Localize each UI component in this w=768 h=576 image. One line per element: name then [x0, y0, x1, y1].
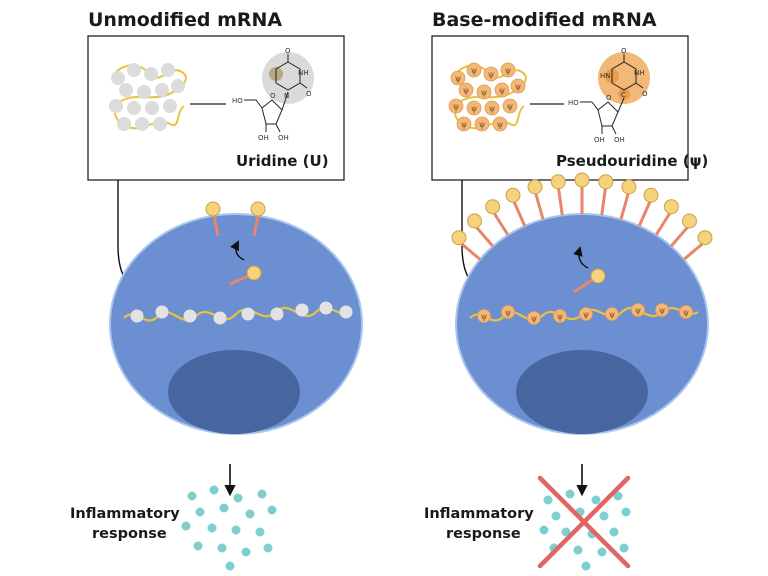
- receptor-head: [451, 230, 467, 246]
- svg-text:ψ: ψ: [481, 88, 487, 97]
- svg-text:ψ: ψ: [609, 310, 615, 319]
- svg-text:ψ: ψ: [497, 120, 503, 129]
- receptor-stem: [556, 185, 564, 216]
- left-nucleus: [168, 350, 300, 434]
- receptor-head: [550, 174, 566, 190]
- svg-text:ψ: ψ: [471, 104, 477, 113]
- receptor-head: [663, 199, 679, 215]
- receptor-head: [643, 187, 659, 203]
- left-response-label-1: Inflammatory: [70, 506, 180, 522]
- left-trafficking-arrow: [230, 240, 245, 261]
- svg-text:ψ: ψ: [505, 66, 511, 75]
- left-cytokines: [181, 485, 277, 571]
- svg-text:O: O: [306, 90, 312, 98]
- uridine-label: Uridine (U): [236, 152, 329, 170]
- svg-text:ψ: ψ: [531, 314, 537, 323]
- receptor-stem: [600, 185, 608, 216]
- receptor-head: [574, 172, 590, 188]
- right-response-label-2: response: [446, 526, 521, 542]
- right-receptors: [451, 172, 713, 261]
- svg-text:NH: NH: [298, 69, 309, 77]
- receptor-head: [505, 187, 521, 203]
- svg-text:ψ: ψ: [489, 104, 495, 113]
- svg-text:NH: NH: [634, 69, 645, 77]
- svg-text:C: C: [621, 91, 626, 99]
- receptor-head: [527, 179, 543, 195]
- svg-text:ψ: ψ: [479, 120, 485, 129]
- svg-text:ψ: ψ: [583, 310, 589, 319]
- receptor-stem: [511, 198, 527, 227]
- svg-text:ψ: ψ: [461, 120, 467, 129]
- svg-text:ψ: ψ: [455, 74, 461, 83]
- svg-text:ψ: ψ: [635, 306, 641, 315]
- svg-text:ψ: ψ: [481, 312, 487, 321]
- svg-text:O: O: [270, 92, 276, 100]
- right-nucleus: [516, 350, 648, 434]
- svg-text:ψ: ψ: [507, 102, 513, 111]
- svg-text:ψ: ψ: [453, 102, 459, 111]
- svg-text:O: O: [606, 94, 612, 102]
- svg-text:ψ: ψ: [515, 82, 521, 91]
- uridine-structure: O O NH N HO O OH OH: [232, 47, 314, 142]
- receptor-head: [485, 199, 501, 215]
- receptor-head: [467, 213, 483, 229]
- suppression-cross: [537, 475, 631, 569]
- right-trafficking-arrow: [573, 246, 589, 269]
- receptor-stem: [619, 190, 631, 220]
- left-panel-title: Unmodified mRNA: [88, 9, 282, 31]
- receptor-head: [681, 213, 697, 229]
- right-response-label-1: Inflammatory: [424, 506, 534, 522]
- receptor-stem: [458, 240, 482, 261]
- receptor-head: [697, 230, 713, 246]
- left-panel: Unmodified mRNA: [70, 9, 363, 571]
- receptor-stem: [473, 224, 495, 248]
- pseudouridine-structure: O O NH HN C HO O OH OH: [568, 47, 650, 144]
- right-cytokines: [539, 489, 631, 571]
- receptor-stem: [669, 224, 691, 248]
- svg-text:O: O: [621, 47, 627, 55]
- svg-text:ψ: ψ: [505, 308, 511, 317]
- left-mrna-strand: [123, 301, 353, 325]
- svg-text:HO: HO: [568, 99, 579, 107]
- svg-text:ψ: ψ: [557, 312, 563, 321]
- svg-text:OH: OH: [278, 134, 289, 142]
- receptor-head: [621, 179, 637, 195]
- receptor-stem: [654, 209, 673, 236]
- receptor-stem: [533, 190, 545, 220]
- svg-text:ψ: ψ: [488, 70, 494, 79]
- receptor-stem: [491, 209, 510, 236]
- svg-text:ψ: ψ: [471, 66, 477, 75]
- right-panel-title: Base-modified mRNA: [432, 9, 657, 31]
- svg-text:ψ: ψ: [659, 306, 665, 315]
- pseudouridine-label: Pseudouridine (ψ): [556, 152, 708, 170]
- receptor-head: [598, 174, 614, 190]
- receptor-stem: [682, 240, 706, 261]
- svg-text:OH: OH: [594, 136, 605, 144]
- svg-text:OH: OH: [258, 134, 269, 142]
- svg-text:ψ: ψ: [499, 86, 505, 95]
- unmodified-mrna-cluster: [109, 63, 187, 131]
- left-receptors: [205, 201, 266, 237]
- receptor-stem: [637, 198, 653, 227]
- svg-text:O: O: [642, 90, 648, 98]
- left-response-label-2: response: [92, 526, 167, 542]
- svg-text:HO: HO: [232, 97, 243, 105]
- svg-text:ψ: ψ: [463, 86, 469, 95]
- svg-text:HN: HN: [600, 72, 611, 80]
- svg-text:OH: OH: [614, 136, 625, 144]
- svg-text:ψ: ψ: [683, 308, 689, 317]
- svg-text:O: O: [285, 47, 291, 55]
